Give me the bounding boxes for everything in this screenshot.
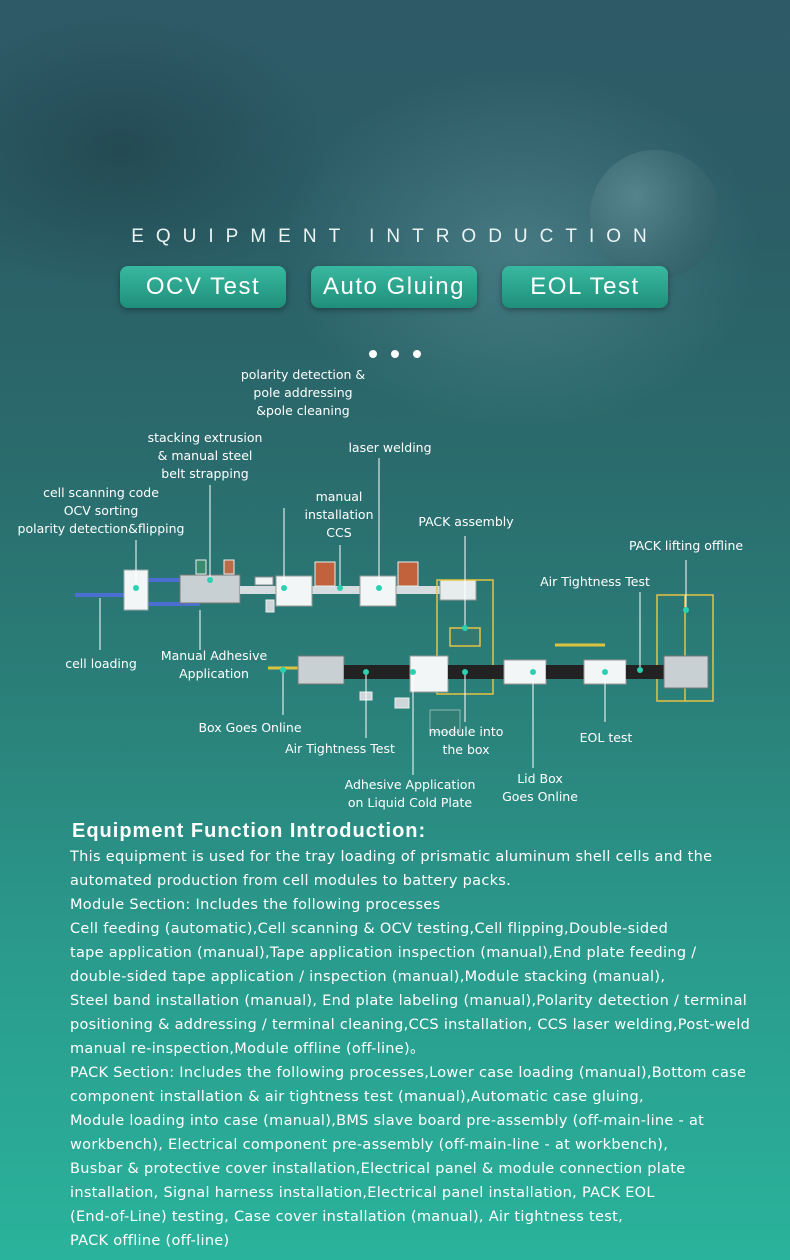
intro-text: This equipment is used for the tray load… [70,845,780,1253]
label-manual-ccs: manual installation CCS [304,489,374,540]
station-dots [133,577,689,675]
intro-line: (End-of-Line) testing, Case cover instal… [70,1209,624,1225]
label-polarity-detection: polarity detection & pole addressing &po… [240,367,366,418]
adhesive-station [409,655,449,693]
ocv-test-button[interactable]: OCV Test [120,266,286,308]
label-box-online: Box Goes Online [198,720,302,735]
section-title: Equipment Function Introduction: [72,820,427,842]
label-manual-adhesive: Manual Adhesive Application [160,648,268,681]
label-lid-box: Lid Box Goes Online [502,771,578,804]
label-adhesive-cold-plate: Adhesive Application on Liquid Cold Plat… [344,777,476,810]
lid-box-station [503,659,547,685]
intro-line: tape application (manual),Tape applicati… [70,945,697,961]
label-pack-assembly: PACK assembly [418,514,514,529]
intro-line: Busbar & protective cover installation,E… [70,1161,686,1177]
label-pack-lifting: PACK lifting offline [628,538,744,553]
production-line-diagram [75,458,714,775]
intro-line: installation, Signal harness installatio… [70,1185,655,1201]
intro-line: PACK offline (off-line) [70,1233,230,1249]
planet-decoration [590,150,720,280]
intro-line: Module loading into case (manual),BMS sl… [70,1113,705,1129]
lower-line [268,643,709,733]
intro-line: manual re-inspection,Module offline (off… [70,1041,425,1057]
auto-gluing-button[interactable]: Auto Gluing [311,266,477,308]
page-title: EQUIPMENT INTRODUCTION [131,226,659,247]
eol-test-button[interactable]: EOL Test [502,266,668,308]
label-air-tightness-top: Air Tightness Test [540,574,650,589]
intro-line: This equipment is used for the tray load… [70,849,713,865]
label-cell-scanning: cell scanning code OCV sorting polarity … [17,485,185,536]
laser-welder-1 [314,561,336,587]
intro-line: automated production from cell modules t… [70,873,512,889]
intro-line: double-sided tape application / inspecti… [70,969,666,985]
label-air-tightness-bottom: Air Tightness Test [285,741,395,756]
intro-line: positioning & addressing / terminal clea… [70,1017,751,1033]
polarity-station [275,575,313,607]
carousel-dot[interactable] [391,350,399,358]
ccs-station [359,575,397,607]
laser-welder-2 [397,561,419,587]
intro-line: workbench), Electrical component pre-ass… [70,1137,669,1153]
label-module-into-box: module into the box [428,724,504,757]
carousel-dot[interactable] [413,350,421,358]
intro-line: Steel band installation (manual), End pl… [70,993,748,1009]
label-laser-welding: laser welding [348,440,432,455]
carousel-dot[interactable] [369,350,377,358]
intro-line: component installation & air tightness t… [70,1089,644,1105]
intro-line: Cell feeding (automatic),Cell scanning &… [70,921,669,937]
label-eol-test: EOL test [579,730,633,745]
label-stacking-extrusion: stacking extrusion & manual steel belt s… [147,430,263,481]
intro-line: Module Section: Includes the following p… [70,897,441,913]
label-cell-loading: cell loading [65,656,137,671]
leader-lines [99,458,687,775]
intro-line: PACK Section: Includes the following pro… [70,1065,747,1081]
